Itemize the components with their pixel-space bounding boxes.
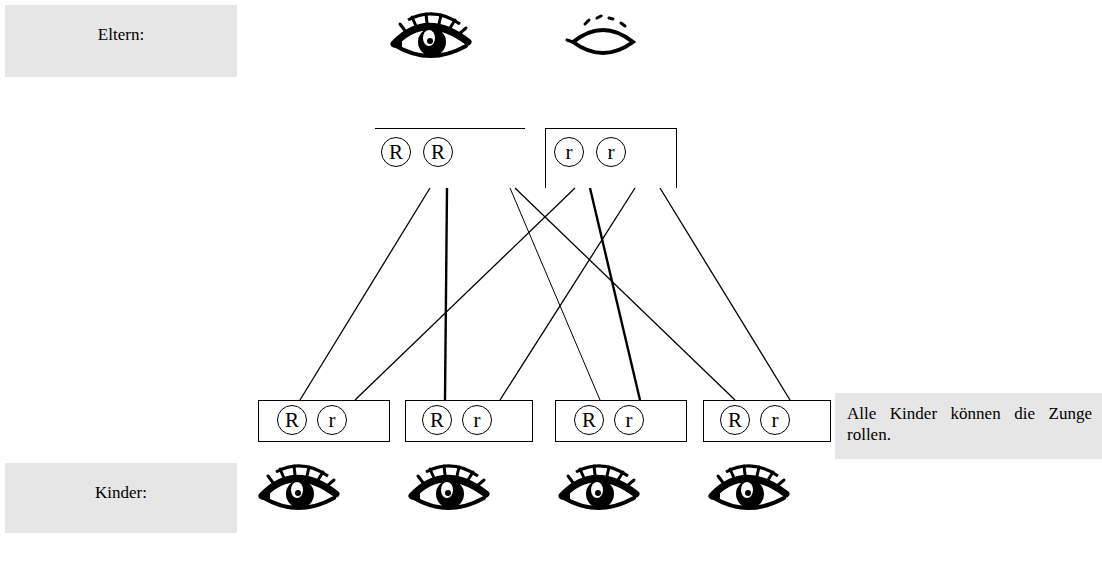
inheritance-line (300, 188, 430, 400)
allele-circle: r (462, 405, 492, 435)
genotype-box: Rr (405, 400, 533, 442)
eye-open (260, 466, 336, 508)
allele-letter: R (431, 142, 445, 163)
allele-letter: r (329, 410, 336, 431)
inheritance-line (515, 188, 735, 400)
allele-circle: r (317, 405, 347, 435)
label-box: Kinder: (5, 463, 237, 533)
eye-open (410, 466, 486, 508)
allele-circle: r (596, 137, 626, 167)
allele-circle: r (614, 405, 644, 435)
allele-circle: R (574, 405, 604, 435)
allele-letter: r (608, 142, 615, 163)
genotype-box: RR (375, 128, 525, 188)
allele-letter: R (728, 410, 742, 431)
eye-closed (567, 16, 633, 53)
allele-circle: R (423, 137, 453, 167)
allele-letter: R (582, 410, 596, 431)
allele-letter: R (430, 410, 444, 431)
inheritance-line (660, 188, 790, 400)
allele-letter: r (626, 410, 633, 431)
allele-circle: r (554, 137, 584, 167)
label-box: Eltern: (5, 5, 237, 77)
allele-circle: R (422, 405, 452, 435)
inheritance-line (355, 188, 575, 400)
note-text: Alle Kinder können die Zunge rollen. (847, 404, 1092, 444)
allele-letter: r (474, 410, 481, 431)
genotype-box: Rr (555, 400, 687, 442)
genotype-box: Rr (258, 400, 390, 442)
allele-letter: r (772, 410, 779, 431)
eye-open (560, 466, 636, 508)
inheritance-line (590, 188, 640, 400)
allele-letter: R (285, 410, 299, 431)
note-box: Alle Kinder können die Zunge rollen. (835, 393, 1102, 459)
label-text: Kinder: (95, 483, 147, 503)
allele-circle: r (760, 405, 790, 435)
allele-circle: R (720, 405, 750, 435)
label-text: Eltern: (98, 25, 144, 45)
allele-circle: R (277, 405, 307, 435)
allele-circle: R (381, 137, 411, 167)
inheritance-line (510, 188, 600, 400)
eye-open (710, 466, 786, 508)
allele-letter: r (566, 142, 573, 163)
inheritance-line (445, 188, 447, 400)
allele-letter: R (389, 142, 403, 163)
eye-open (392, 14, 468, 56)
genotype-box: rr (545, 128, 677, 188)
genotype-box: Rr (703, 400, 831, 442)
